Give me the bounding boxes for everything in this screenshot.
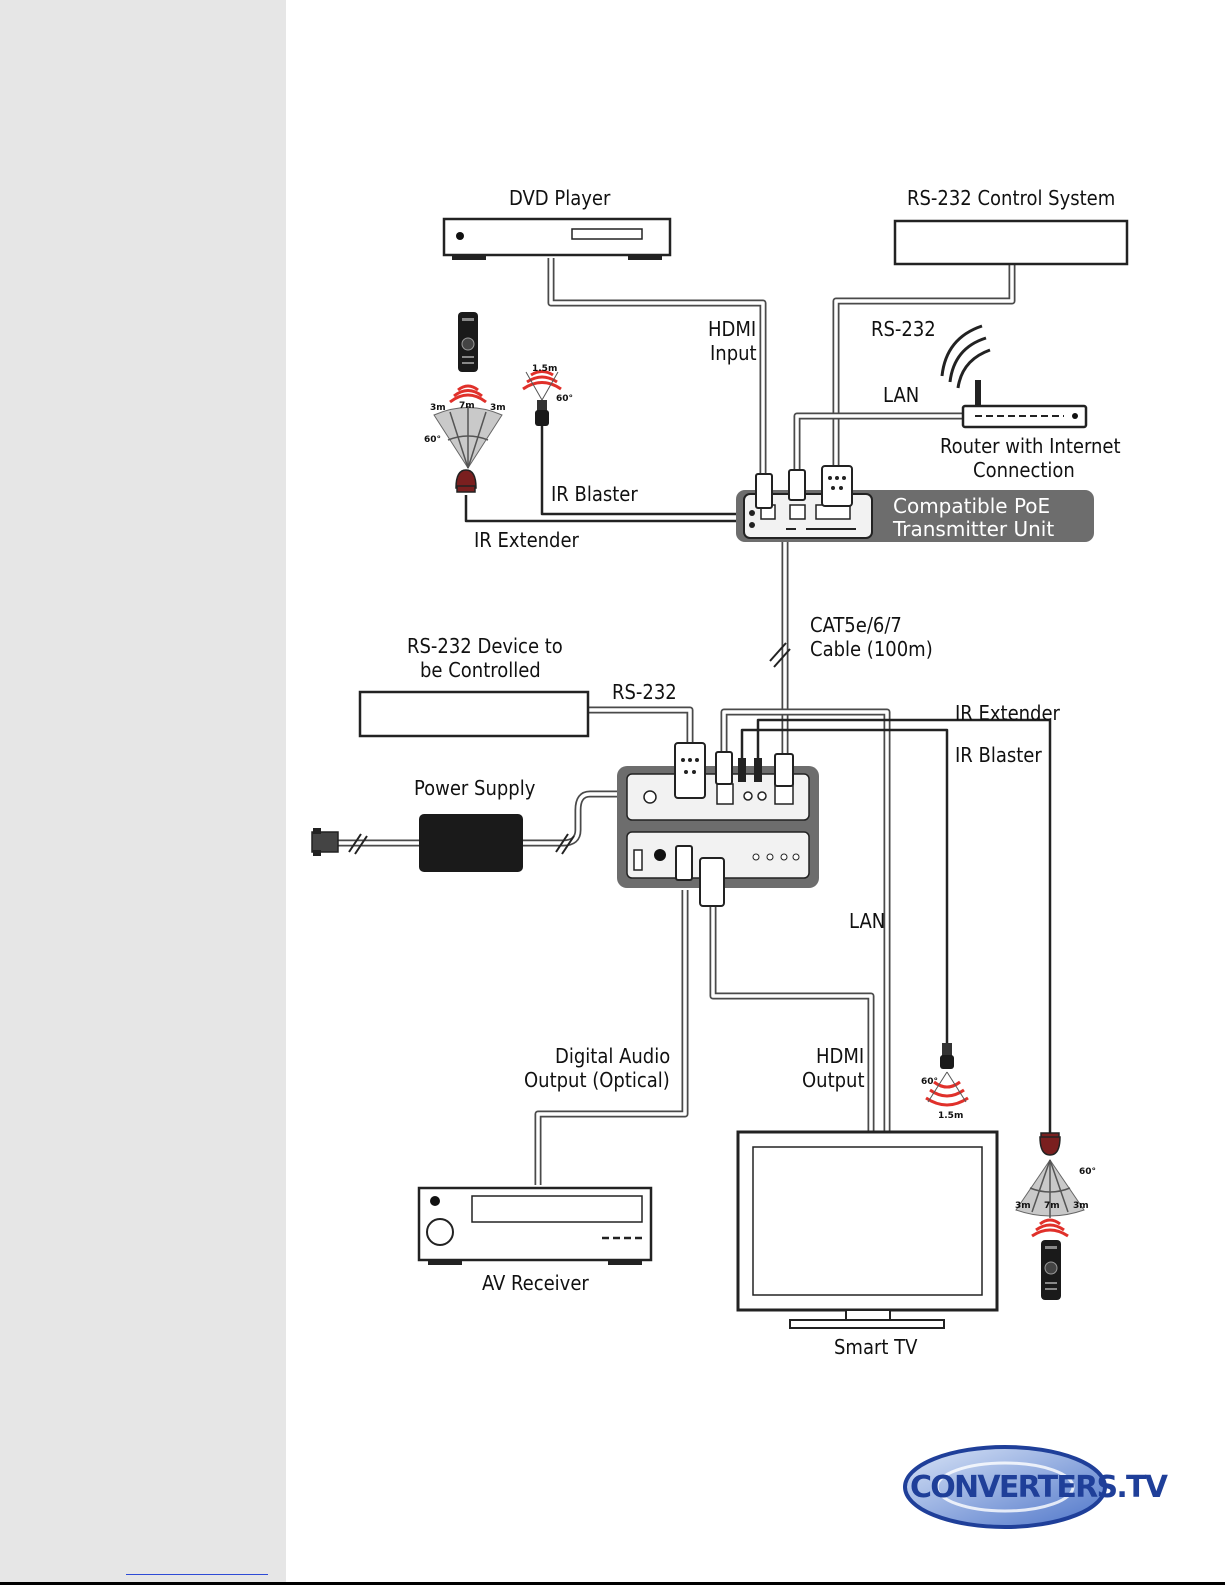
ir-ext-bottom-right-range: 3m xyxy=(1073,1201,1089,1211)
ir-ext-bottom-center-range: 7m xyxy=(1044,1201,1060,1211)
page-sidebar xyxy=(0,0,286,1585)
ir-ext-top-right-range: 3m xyxy=(490,403,506,413)
tx-connector-plugs xyxy=(755,465,853,509)
ir-extender-bottom-sensor-icon xyxy=(1039,1132,1061,1156)
lan-bottom-label: LAN xyxy=(849,909,885,933)
ir-signal-icon xyxy=(449,384,487,404)
ir-ext-top-left-range: 3m xyxy=(430,403,446,413)
hdmi-output-label-line1: HDMI xyxy=(816,1044,864,1068)
ir-extender-sensor-icon xyxy=(455,469,477,493)
ir-extender-bottom-range-icon xyxy=(1015,1159,1085,1218)
tx-unit-label-line2: Transmitter Unit xyxy=(892,517,1054,541)
digital-audio-label-line2: Output (Optical) xyxy=(524,1068,670,1092)
av-receiver xyxy=(417,1186,653,1265)
ir-blaster-bottom-range: 1.5m xyxy=(938,1111,963,1121)
rs232-control-system xyxy=(893,219,1129,266)
ir-ext-bottom-angle: 60° xyxy=(1079,1167,1096,1177)
ir-ext-top-angle: 60° xyxy=(424,435,441,445)
ir-bottom-signal-icon xyxy=(1031,1218,1069,1238)
dvd-player xyxy=(442,217,672,260)
ir-blaster-top-label: IR Blaster xyxy=(551,482,638,506)
remote-control-bottom-icon xyxy=(1041,1240,1061,1300)
hdmi-input-label-line1: HDMI xyxy=(708,317,756,341)
power-supply-label: Power Supply xyxy=(414,776,536,800)
lan-top-label: LAN xyxy=(883,383,919,407)
remote-control-icon xyxy=(458,312,478,372)
ir-blaster-emitter-icon xyxy=(535,400,549,426)
ir-blaster-top-angle: 60° xyxy=(556,394,573,404)
rs232-control-system-label: RS-232 Control System xyxy=(907,186,1115,210)
router-label-line2: Connection xyxy=(973,458,1075,482)
receiver-unit xyxy=(617,766,819,888)
cat-cable-label-line2: Cable (100m) xyxy=(810,637,933,661)
ir-extender-bottom-label: IR Extender xyxy=(955,701,1061,725)
page-bottom-rule xyxy=(0,1582,1225,1585)
ir-blaster-signal-icon xyxy=(522,370,562,401)
router-label-line1: Router with Internet xyxy=(940,434,1121,458)
dvd-player-label: DVD Player xyxy=(509,186,611,210)
rs232-device-label-line1: RS-232 Device to xyxy=(407,634,563,658)
cables xyxy=(312,258,1052,1185)
ir-blaster-top-range: 1.5m xyxy=(532,364,557,374)
power-supply xyxy=(311,814,523,872)
ir-ext-bottom-left-range: 3m xyxy=(1015,1201,1031,1211)
av-receiver-label: AV Receiver xyxy=(482,1271,589,1295)
ir-extender-top-label: IR Extender xyxy=(474,528,580,552)
ir-blaster-bottom-signal-icon xyxy=(925,1071,969,1107)
ir-blaster-bottom-angle: 60° xyxy=(921,1077,938,1087)
cat-cable-label-line1: CAT5e/6/7 xyxy=(810,613,902,637)
ir-extender-range-icon xyxy=(433,406,503,469)
rx-connector-plugs xyxy=(674,742,794,907)
rs232-device-label-line2: be Controlled xyxy=(420,658,541,682)
rs232-top-label: RS-232 xyxy=(871,317,936,341)
hdmi-input-label-line2: Input xyxy=(710,341,757,365)
tx-unit-label-line1: Compatible PoE xyxy=(893,494,1050,518)
ir-ext-top-center-range: 7m xyxy=(459,401,475,411)
hdmi-output-label-line2: Output xyxy=(802,1068,865,1092)
converters-tv-logo: CONVERTERS.TV xyxy=(903,1445,1169,1529)
router xyxy=(940,324,1088,429)
digital-audio-label-line1: Digital Audio xyxy=(555,1044,670,1068)
smart-tv xyxy=(736,1130,999,1329)
logo-text: CONVERTERS.TV xyxy=(910,1470,1169,1505)
rs232-bottom-label: RS-232 xyxy=(612,680,677,704)
ir-blaster-bottom-label: IR Blaster xyxy=(955,743,1042,767)
footer-link[interactable] xyxy=(126,1574,268,1575)
rs232-device xyxy=(358,690,590,738)
smart-tv-label: Smart TV xyxy=(834,1335,918,1359)
ir-blaster-bottom-emitter-icon xyxy=(940,1043,954,1069)
